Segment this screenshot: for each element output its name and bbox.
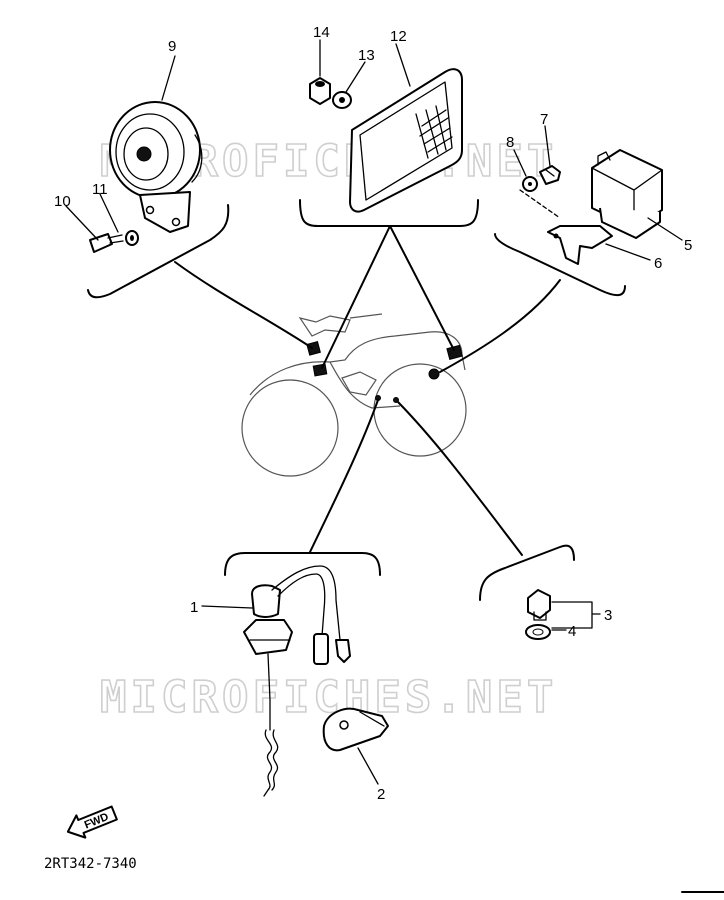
watermark-bottom: MICROFICHES.NET (100, 672, 557, 723)
callout-2: 2 (377, 786, 385, 803)
callout-4: 4 (568, 623, 576, 640)
bracket-part (519, 189, 613, 265)
diagram-code: 2RT342-7340 (44, 856, 137, 872)
fwd-arrow: FWD (66, 805, 118, 839)
neutral-switch-part (525, 589, 551, 640)
callout-9: 9 (168, 38, 176, 55)
nut-part (309, 77, 331, 105)
callout-leaders (65, 39, 683, 785)
washer-part (125, 230, 139, 246)
callout-labels: 9 10 11 12 13 14 8 7 5 6 1 2 3 4 (54, 24, 692, 803)
switch-bracket-part (322, 707, 389, 752)
callout-7: 7 (540, 111, 548, 128)
horn-part (109, 101, 203, 233)
callout-14: 14 (313, 24, 330, 41)
callout-12: 12 (390, 28, 407, 45)
washer-part-8 (522, 176, 538, 192)
group-brackets (87, 199, 626, 601)
callout-11: 11 (92, 181, 108, 198)
motorcycle-outline (241, 313, 467, 477)
screw-part (539, 165, 561, 185)
washer-part-13 (332, 91, 352, 109)
callout-10: 10 (54, 193, 71, 210)
callout-8: 8 (506, 134, 514, 151)
callout-6: 6 (654, 255, 662, 272)
callout-13: 13 (358, 47, 375, 64)
callout-5: 5 (684, 237, 692, 254)
reflector-part (349, 68, 463, 213)
brake-switch-part (243, 565, 351, 797)
bolt-part (89, 233, 124, 253)
relay-part (591, 149, 663, 239)
callout-3: 3 (604, 607, 612, 624)
callout-1: 1 (190, 599, 198, 616)
connector-lines (174, 225, 561, 556)
